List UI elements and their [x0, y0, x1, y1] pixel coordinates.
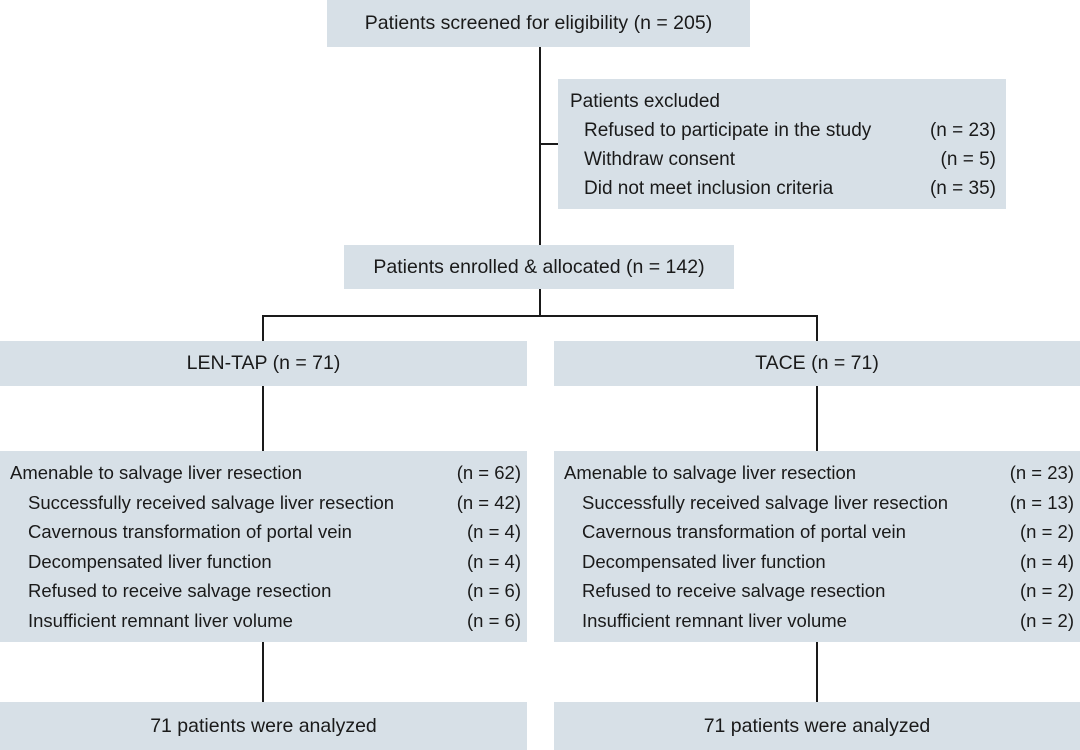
- connector-to-excluded: [539, 143, 560, 145]
- excluded-row-label: Withdraw consent: [584, 149, 736, 170]
- detail-row-label: Cavernous transformation of portal vein: [28, 521, 352, 542]
- detail-row: Successfully received salvage liver rese…: [560, 488, 1074, 518]
- detail-row-label: Insufficient remnant liver volume: [28, 609, 293, 631]
- detail-row-label: Decompensated liver function: [582, 550, 826, 572]
- detail-row: Insufficient remnant liver volume (n = 6…: [6, 606, 521, 636]
- detail-row: Successfully received salvage liver rese…: [6, 488, 521, 518]
- detail-row-count: (n = 13): [1009, 491, 1074, 513]
- excluded-row-count: (n = 23): [929, 120, 996, 141]
- excluded-heading: Patients excluded: [570, 91, 720, 112]
- excluded-row-count: (n = 35): [929, 178, 996, 199]
- detail-row: Cavernous transformation of portal vein …: [560, 517, 1074, 547]
- detail-row: Decompensated liver function (n = 4): [6, 547, 521, 577]
- excluded-row-label: Did not meet inclusion criteria: [584, 178, 834, 199]
- detail-row-count: (n = 6): [467, 580, 521, 601]
- detail-row-label: Amenable to salvage liver resection: [10, 462, 303, 483]
- detail-row-label: Amenable to salvage liver resection: [564, 462, 857, 483]
- analyzed-label-len-tap: 71 patients were analyzed: [150, 714, 377, 737]
- arm-box-tace: TACE (n = 71): [554, 341, 1080, 386]
- connector-detail-left-to-analyzed: [262, 642, 264, 702]
- detail-box-len-tap: Amenable to salvage liver resection (n =…: [0, 451, 527, 642]
- analyzed-label-tace: 71 patients were analyzed: [703, 714, 931, 737]
- connector-arm-right-to-detail: [816, 386, 818, 451]
- detail-row-count: (n = 4): [467, 521, 521, 542]
- detail-row-count: (n = 6): [467, 609, 521, 631]
- detail-row: Amenable to salvage liver resection (n =…: [6, 458, 521, 488]
- detail-row-label: Successfully received salvage liver rese…: [582, 491, 949, 513]
- detail-row-count: (n = 2): [1020, 580, 1074, 601]
- detail-row: Insufficient remnant liver volume (n = 2…: [560, 606, 1074, 636]
- detail-row-label: Cavernous transformation of portal vein: [582, 521, 906, 542]
- detail-row-label: Decompensated liver function: [28, 550, 272, 572]
- connector-screened-to-enrolled: [539, 47, 541, 245]
- excluded-row-count: (n = 5): [940, 149, 996, 170]
- excluded-row-label: Refused to participate in the study: [584, 120, 872, 141]
- arm-label-len-tap: LEN-TAP (n = 71): [186, 352, 341, 374]
- excluded-row: Withdraw consent (n = 5): [568, 145, 996, 174]
- detail-row-count: (n = 62): [456, 462, 521, 483]
- arm-label-tace: TACE (n = 71): [755, 352, 879, 374]
- detail-row-label: Insufficient remnant liver volume: [582, 609, 847, 631]
- analyzed-box-len-tap: 71 patients were analyzed: [0, 702, 527, 750]
- screened-label: Patients screened for eligibility (n = 2…: [364, 12, 713, 34]
- connector-bar-to-arm-left: [262, 315, 264, 341]
- excluded-row: Did not meet inclusion criteria (n = 35): [568, 174, 996, 203]
- connector-bar-to-arm-right: [816, 315, 818, 341]
- detail-row-label: Refused to receive salvage resection: [28, 580, 332, 601]
- detail-row-count: (n = 4): [467, 550, 521, 572]
- excluded-row: Refused to participate in the study (n =…: [568, 116, 996, 145]
- detail-row-label: Successfully received salvage liver rese…: [28, 491, 395, 513]
- connector-detail-right-to-analyzed: [816, 642, 818, 702]
- detail-row-label: Refused to receive salvage resection: [582, 580, 886, 601]
- connector-arm-left-to-detail: [262, 386, 264, 451]
- detail-row: Refused to receive salvage resection (n …: [560, 576, 1074, 606]
- analyzed-box-tace: 71 patients were analyzed: [554, 702, 1080, 750]
- detail-row: Cavernous transformation of portal vein …: [6, 517, 521, 547]
- enrolled-label: Patients enrolled & allocated (n = 142): [373, 255, 705, 278]
- detail-row-count: (n = 4): [1020, 550, 1074, 572]
- arm-box-len-tap: LEN-TAP (n = 71): [0, 341, 527, 386]
- excluded-box: Patients excluded Refused to participate…: [558, 79, 1006, 209]
- connector-allocation-bar: [262, 315, 818, 317]
- detail-row-count: (n = 2): [1020, 521, 1074, 542]
- enrolled-box: Patients enrolled & allocated (n = 142): [344, 245, 734, 289]
- screened-box: Patients screened for eligibility (n = 2…: [327, 0, 750, 47]
- detail-row: Amenable to salvage liver resection (n =…: [560, 458, 1074, 488]
- connector-enrolled-stem: [539, 289, 541, 317]
- detail-row: Refused to receive salvage resection (n …: [6, 576, 521, 606]
- detail-box-tace: Amenable to salvage liver resection (n =…: [554, 451, 1080, 642]
- detail-row-count: (n = 23): [1009, 462, 1074, 483]
- detail-row: Decompensated liver function (n = 4): [560, 547, 1074, 577]
- detail-row-count: (n = 42): [456, 491, 521, 513]
- detail-row-count: (n = 2): [1020, 609, 1074, 631]
